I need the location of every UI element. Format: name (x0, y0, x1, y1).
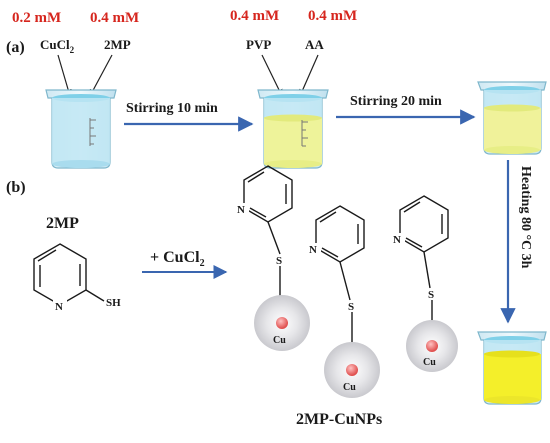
2mp-nitrogen-label: N (55, 301, 63, 313)
step-1-label: Stirring 10 min (126, 101, 218, 116)
beaker-4-icon (477, 331, 547, 405)
2mp-reagent-label: 2MP (104, 37, 131, 52)
copper-core (426, 340, 438, 352)
step-2-label: Stirring 20 min (350, 94, 442, 109)
copper-label: Cu (273, 335, 286, 346)
step-3-label: Heating 80 °C 3h (518, 166, 533, 269)
beaker-1-icon (45, 89, 117, 169)
2mp-thiol-label: SH (106, 297, 121, 309)
2mp-molecule-title: 2MP (46, 215, 79, 232)
copper-label: Cu (343, 382, 356, 393)
sulfur-label: S (428, 289, 434, 301)
sulfur-label: S (276, 255, 282, 267)
copper-core (276, 317, 288, 329)
cucl2-reagent-label: CuCl2 (40, 37, 75, 55)
pvp-concentration: 0.4 mM (230, 8, 279, 24)
beaker-3-icon (477, 81, 547, 155)
2mp-molecule-structure (33, 243, 105, 306)
nanoparticle-2: N S Cu (308, 205, 380, 398)
nitrogen-label: N (309, 244, 317, 256)
2mp-addition-arrow (89, 54, 113, 97)
nanoparticle-1: N S Cu (236, 165, 310, 351)
beaker-2-icon (257, 89, 329, 169)
cucl2-reagent-note: + CuCl2 (150, 249, 205, 269)
nanoparticle-3: N S Cu (392, 195, 458, 372)
copper-core (346, 364, 358, 376)
aa-concentration: 0.4 mM (308, 8, 357, 24)
2mp-concentration: 0.4 mM (90, 10, 139, 26)
pvp-reagent-label: PVP (246, 37, 271, 52)
cucl2-concentration: 0.2 mM (12, 10, 61, 26)
panel-a-label: (a) (6, 39, 25, 56)
sulfur-label: S (348, 301, 354, 313)
cucl2-addition-arrow (57, 54, 72, 97)
nitrogen-label: N (393, 234, 401, 246)
aa-reagent-label: AA (305, 37, 324, 52)
nitrogen-label: N (237, 204, 245, 216)
panel-b-label: (b) (6, 179, 26, 196)
copper-label: Cu (423, 357, 436, 368)
aa-addition-arrow (299, 54, 319, 97)
pvp-addition-arrow (261, 54, 283, 97)
product-label: 2MP-CuNPs (296, 411, 382, 428)
